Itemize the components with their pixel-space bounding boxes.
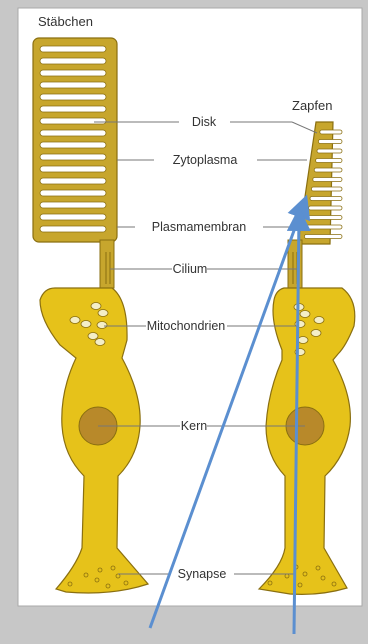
rod-disk [40, 202, 106, 208]
rod-disk [40, 70, 106, 76]
rod-disk [40, 154, 106, 160]
rod-disk [40, 118, 106, 124]
cone-disk [310, 197, 342, 201]
rod-disk [40, 214, 106, 220]
rod-title: Stäbchen [38, 14, 93, 29]
cone-disk [309, 206, 342, 210]
rod-disk [40, 106, 106, 112]
rod-disk [40, 142, 106, 148]
label-mitochondria: Mitochondrien [147, 319, 226, 333]
cone-title: Zapfen [292, 98, 332, 113]
rod-disk [40, 130, 106, 136]
cone-disk [317, 149, 342, 153]
cone-disk [316, 159, 342, 163]
cone-disk [306, 225, 342, 229]
cone-disk [318, 140, 342, 144]
cone-disk [307, 216, 342, 220]
rod-cilium-stalk [100, 240, 114, 288]
label-synapse: Synapse [178, 567, 227, 581]
rod-outer-segment [33, 38, 117, 242]
rod-disk [40, 82, 106, 88]
cone-disk [304, 235, 342, 239]
cone-disk [314, 168, 342, 172]
rod-disk [40, 46, 106, 52]
label-disk: Disk [192, 115, 217, 129]
label-cytoplasm: Zytoplasma [173, 153, 238, 167]
label-cilium: Cilium [173, 262, 208, 276]
rod-disk [40, 94, 106, 100]
label-nucleus: Kern [181, 419, 207, 433]
cone-disk [313, 178, 342, 182]
rod-disk [40, 226, 106, 232]
rod-disk [40, 190, 106, 196]
cone-disk [311, 187, 342, 191]
cone-disk [320, 130, 342, 134]
rod-disk [40, 178, 106, 184]
rod-disk [40, 166, 106, 172]
rod-disk [40, 58, 106, 64]
label-plasma-membrane: Plasmamembran [152, 220, 247, 234]
